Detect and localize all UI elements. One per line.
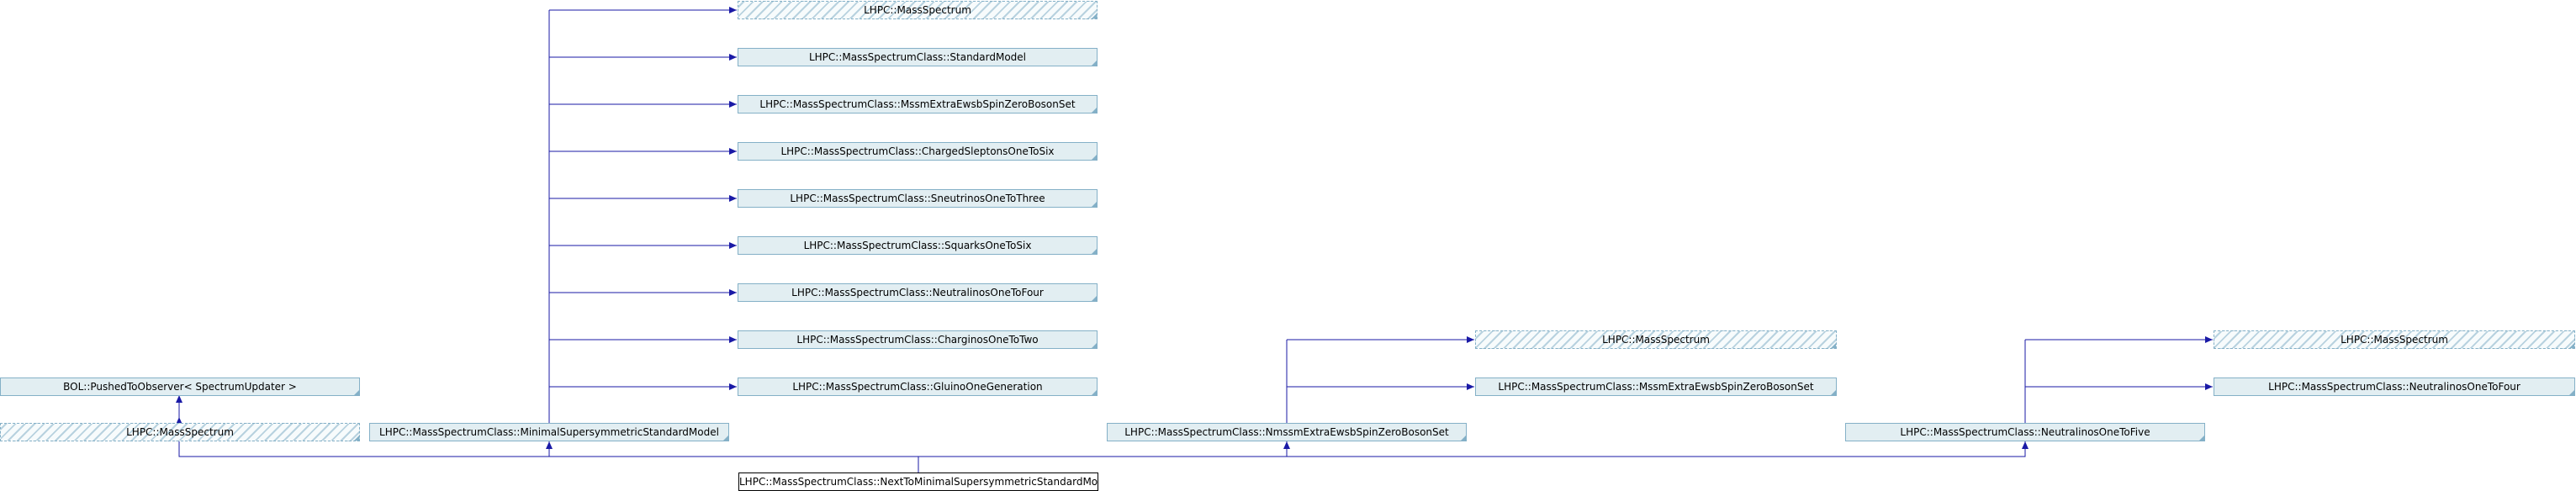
class-node-charged-sleptons[interactable]: LHPC::MassSpectrumClass::ChargedSleptons… xyxy=(738,142,1098,161)
class-node-neutralinos-five-child-neutralinos-four[interactable]: LHPC::MassSpectrumClass::NeutralinosOneT… xyxy=(2214,377,2575,396)
class-node-next-to-minimal-ssm: LHPC::MassSpectrumClass::NextToMinimalSu… xyxy=(738,473,1098,491)
corner-marker xyxy=(1092,108,1097,113)
class-node-label: LHPC::MassSpectrum xyxy=(126,426,234,438)
class-node-pushed-to-observer[interactable]: BOL::PushedToObserver< SpectrumUpdater > xyxy=(0,377,360,396)
class-node-label: LHPC::MassSpectrumClass::MinimalSupersym… xyxy=(379,426,719,438)
corner-marker xyxy=(1092,296,1097,301)
class-node-standard-model[interactable]: LHPC::MassSpectrumClass::StandardModel xyxy=(738,48,1098,66)
corner-marker xyxy=(1092,343,1097,348)
class-node-label: LHPC::MassSpectrumClass::SneutrinosOneTo… xyxy=(790,193,1045,204)
class-node-neutralinos-five[interactable]: LHPC::MassSpectrumClass::NeutralinosOneT… xyxy=(1845,423,2205,441)
class-node-label: BOL::PushedToObserver< SpectrumUpdater > xyxy=(63,381,297,393)
class-node-sneutrinos[interactable]: LHPC::MassSpectrumClass::SneutrinosOneTo… xyxy=(738,189,1098,208)
class-node-mssm-extra-ewsb[interactable]: LHPC::MassSpectrumClass::MssmExtraEwsbSp… xyxy=(738,95,1098,114)
class-node-gluino[interactable]: LHPC::MassSpectrumClass::GluinoOneGenera… xyxy=(738,377,1098,396)
corner-marker xyxy=(1092,13,1097,18)
class-node-mssm-child-mass-spectrum[interactable]: LHPC::MassSpectrum xyxy=(738,1,1098,19)
class-node-neutralinos-four[interactable]: LHPC::MassSpectrumClass::NeutralinosOneT… xyxy=(738,283,1098,302)
corner-marker xyxy=(1092,202,1097,207)
class-node-nmssm-extra-ewsb[interactable]: LHPC::MassSpectrumClass::NmssmExtraEwsbS… xyxy=(1107,423,1467,441)
corner-marker xyxy=(2569,343,2574,348)
corner-marker xyxy=(2569,390,2574,395)
class-node-label: LHPC::MassSpectrumClass::CharginosOneToT… xyxy=(796,334,1039,346)
class-node-mssm[interactable]: LHPC::MassSpectrumClass::MinimalSupersym… xyxy=(369,423,729,441)
class-node-label: LHPC::MassSpectrumClass::NeutralinosOneT… xyxy=(791,287,1044,298)
class-node-label: LHPC::MassSpectrumClass::MssmExtraEwsbSp… xyxy=(1498,381,1814,393)
class-node-label: LHPC::MassSpectrumClass::SquarksOneToSix xyxy=(803,240,1032,251)
class-node-label: LHPC::MassSpectrumClass::MssmExtraEwsbSp… xyxy=(759,98,1076,110)
class-node-mass-spectrum[interactable]: LHPC::MassSpectrum xyxy=(0,423,360,441)
corner-marker xyxy=(1092,61,1097,66)
corner-marker xyxy=(1092,390,1097,395)
class-node-label: LHPC::MassSpectrumClass::NeutralinosOneT… xyxy=(1900,426,2150,438)
class-node-ewsb-child-mssm-extra-ewsb[interactable]: LHPC::MassSpectrumClass::MssmExtraEwsbSp… xyxy=(1475,377,1837,396)
corner-marker xyxy=(1092,155,1097,160)
class-node-label: LHPC::MassSpectrumClass::StandardModel xyxy=(808,51,1027,63)
class-node-label: LHPC::MassSpectrumClass::GluinoOneGenera… xyxy=(792,381,1043,393)
class-node-label: LHPC::MassSpectrum xyxy=(864,4,971,16)
class-node-label: LHPC::MassSpectrumClass::NmssmExtraEwsbS… xyxy=(1124,426,1449,438)
corner-marker xyxy=(723,436,728,441)
class-node-label: LHPC::MassSpectrumClass::NeutralinosOneT… xyxy=(2268,381,2520,393)
corner-marker xyxy=(2199,436,2204,441)
class-node-charginos[interactable]: LHPC::MassSpectrumClass::CharginosOneToT… xyxy=(738,330,1098,349)
edge-nmssm-to-neutralinos-five xyxy=(918,441,2029,457)
corner-marker xyxy=(354,436,359,441)
corner-marker xyxy=(1831,390,1836,395)
class-node-ewsb-child-mass-spectrum[interactable]: LHPC::MassSpectrum xyxy=(1475,330,1837,349)
class-node-label: LHPC::MassSpectrum xyxy=(2341,334,2448,346)
class-node-label: LHPC::MassSpectrumClass::NextToMinimalSu… xyxy=(739,476,1098,488)
corner-marker xyxy=(1461,436,1466,441)
class-node-neutralinos-five-child-mass-spectrum[interactable]: LHPC::MassSpectrum xyxy=(2214,330,2575,349)
corner-marker xyxy=(1831,343,1836,348)
corner-marker xyxy=(1092,249,1097,254)
class-node-label: LHPC::MassSpectrum xyxy=(1602,334,1710,346)
corner-marker xyxy=(354,390,359,395)
class-node-squarks[interactable]: LHPC::MassSpectrumClass::SquarksOneToSix xyxy=(738,236,1098,255)
class-node-label: LHPC::MassSpectrumClass::ChargedSleptons… xyxy=(780,145,1055,157)
